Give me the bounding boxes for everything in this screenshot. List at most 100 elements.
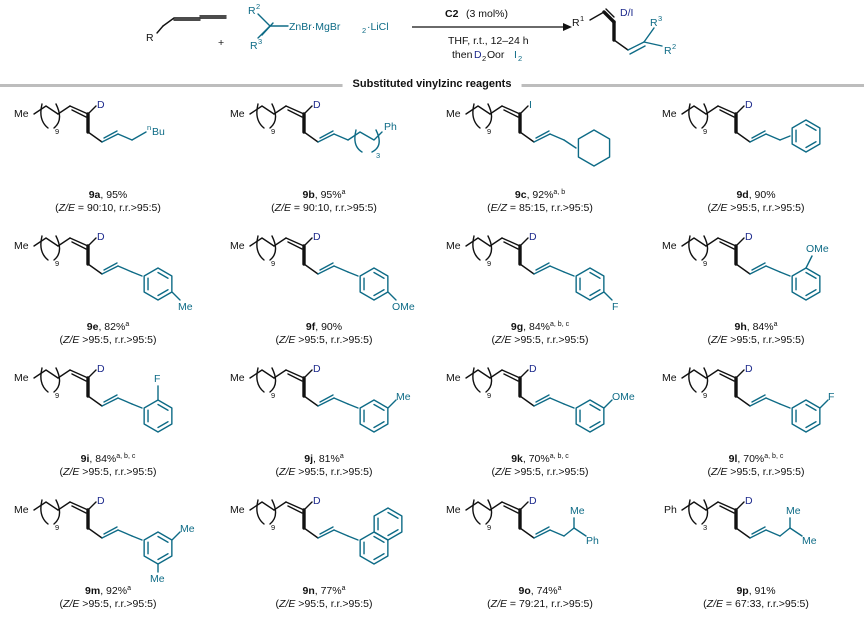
compound-selectivity: (Z/E >95:5, r.r.>95:5) xyxy=(491,466,589,478)
chain-subscript: 9 xyxy=(55,391,59,400)
compound-caption: 9i, 84%a, b, c xyxy=(0,453,216,466)
butyl-label: Bu xyxy=(152,126,165,138)
quench-d2o-o: O xyxy=(487,49,495,61)
ratio-value: >95:5, r.r.>95:5) xyxy=(511,334,589,346)
n-prefix: n xyxy=(147,123,151,132)
deuterium-label: D xyxy=(745,495,753,507)
phenyl-label: Ph xyxy=(384,121,397,133)
compound-footnote: a xyxy=(125,321,130,328)
chain-subscript: 9 xyxy=(55,259,59,268)
methyl-label: Me xyxy=(14,108,29,120)
methyl-label: Me xyxy=(396,391,411,403)
compound-yield: , 70% xyxy=(522,453,550,465)
methyl-label: Me xyxy=(446,504,461,516)
compound-selectivity: (Z/E >95:5, r.r.>95:5) xyxy=(59,334,157,346)
vinylzinc-reagent: R 2 R 3 ZnBr·MgBr 2 ·LiCl xyxy=(248,2,389,52)
compound-selectivity: (Z/E >95:5, r.r.>95:5) xyxy=(707,334,805,346)
compound-footnote: a, b, c xyxy=(116,453,136,460)
allene-reactant: R xyxy=(146,15,227,44)
quench-then: then xyxy=(452,49,473,61)
compound-id: 9i xyxy=(80,453,90,465)
conditions-text: THF, r.t., 12–24 h xyxy=(448,35,529,47)
compound-selectivity: (Z/E >95:5, r.r.>95:5) xyxy=(707,466,805,478)
reaction-scheme: R + R 2 R 3 ZnBr·MgBr 2 ·LiCl C2 (3 mol%… xyxy=(146,2,676,63)
compound-selectivity: (E/Z = 85:15, r.r.>95:5) xyxy=(487,202,593,214)
compound-selectivity: (Z/E >95:5, r.r.>95:5) xyxy=(275,334,373,346)
deuterium-label: D xyxy=(97,363,105,375)
methyl-label: Me xyxy=(662,240,677,252)
quench-i2: I xyxy=(514,49,517,61)
methyl-label: Me xyxy=(230,504,245,516)
ratio-label: Z/E xyxy=(495,334,512,346)
compound-selectivity: (Z/E = 90:10, r.r.>95:5) xyxy=(271,202,377,214)
compound-selectivity: (Z/E >95:5, r.r.>95:5) xyxy=(707,202,805,214)
compound-selectivity: (Z/E >95:5, r.r.>95:5) xyxy=(59,598,157,610)
compound-footnote: a xyxy=(127,585,131,592)
section-title: Substituted vinylzinc reagents xyxy=(342,78,522,90)
compound-yield: , 81% xyxy=(313,453,340,465)
compound-footnote: a, b, c xyxy=(549,453,569,460)
compound-yield: , 84% xyxy=(89,453,117,465)
methyl-label: Me xyxy=(230,372,245,384)
compound-id: 9l xyxy=(728,453,738,465)
compound-caption: 9f, 90% xyxy=(216,321,432,334)
compound-selectivity: (Z/E >95:5, r.r.>95:5) xyxy=(275,466,373,478)
chain-subscript: 9 xyxy=(487,127,491,136)
compound-caption: 9d, 90% xyxy=(648,189,864,202)
compound-footnote: a xyxy=(557,585,562,592)
compound-caption: 9l, 70%a, b, c xyxy=(648,453,864,466)
catalyst-loading: (3 mol%) xyxy=(466,8,508,20)
reactant-r-label: R xyxy=(146,32,154,44)
methyl-label: Me xyxy=(230,240,245,252)
quench-d2o-sub: 2 xyxy=(482,54,486,63)
deuterium-label: D xyxy=(313,231,321,243)
compound-caption: 9a, 95% xyxy=(0,189,216,202)
compound-yield: , 90% xyxy=(315,321,343,333)
compound-id: 9j xyxy=(304,453,313,465)
ratio-label: Z/E xyxy=(58,202,76,214)
ratio-value: >95:5, r.r.>95:5) xyxy=(295,334,373,346)
ratio-label: Z/E xyxy=(279,334,296,346)
compound-selectivity: (Z/E >95:5, r.r.>95:5) xyxy=(275,598,373,610)
compound-yield: , 92% xyxy=(526,189,554,201)
reagent-r3-sup: 3 xyxy=(258,37,262,46)
compound-caption: 9b, 95%a xyxy=(216,189,432,202)
compound-id: 9f xyxy=(305,321,316,333)
methyl-label: Me xyxy=(446,372,461,384)
ratio-value: = 85:15, r.r.>95:5) xyxy=(507,202,593,214)
reagent-r2-label: R xyxy=(248,5,256,17)
deuterium-label: D xyxy=(745,363,753,375)
deuterium-label: D xyxy=(97,495,105,507)
product-r1: R xyxy=(572,17,580,29)
ratio-value: >95:5, r.r.>95:5) xyxy=(295,466,373,478)
product-di: D/I xyxy=(620,7,633,19)
reagent-r3-label: R xyxy=(250,40,258,52)
deuterium-label: D xyxy=(313,363,321,375)
quench-or: or xyxy=(495,49,505,61)
plus-sign: + xyxy=(218,37,224,49)
ratio-label: Z/E xyxy=(490,598,508,610)
compound-selectivity: (Z/E = 67:33, r.r.>95:5) xyxy=(703,598,809,610)
chain-subscript: 9 xyxy=(487,523,491,532)
methyl-label: Me xyxy=(446,240,461,252)
propyl-subscript: 3 xyxy=(376,151,380,160)
compound-caption: 9m, 92%a xyxy=(0,585,216,598)
methyl-label: Me xyxy=(786,505,801,517)
reagent-zinc-sub: 2 xyxy=(362,26,366,35)
chain-subscript: 9 xyxy=(703,391,707,400)
ratio-label: Z/E xyxy=(706,598,724,610)
deuterium-label: D xyxy=(97,231,105,243)
